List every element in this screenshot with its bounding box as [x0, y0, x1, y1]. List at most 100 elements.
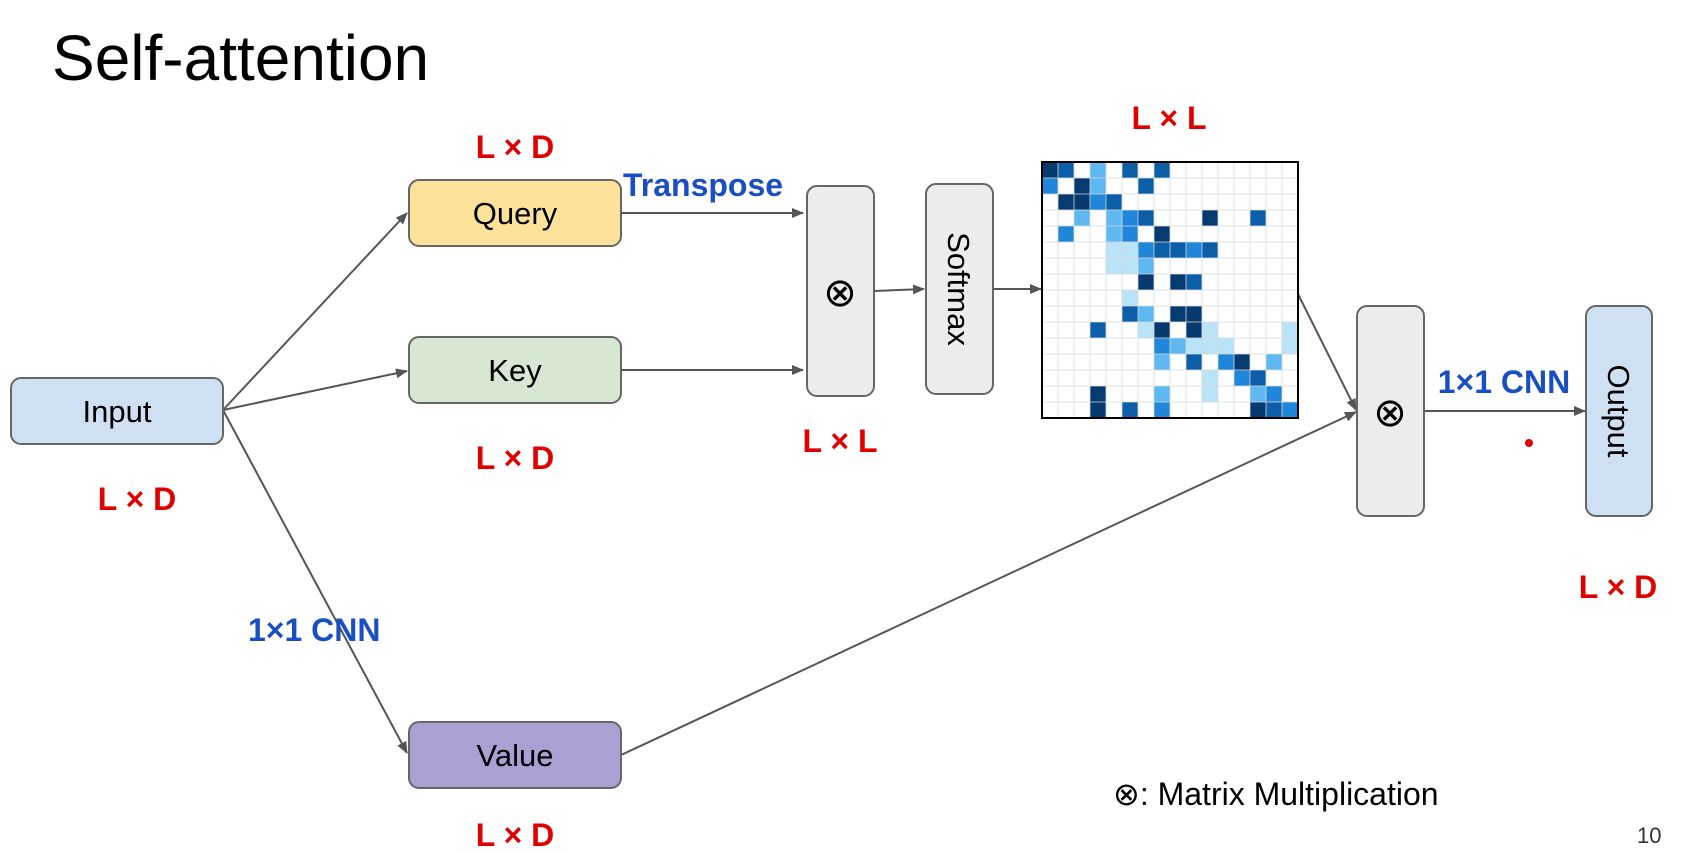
attention-cell — [1186, 242, 1202, 258]
attention-cell — [1074, 194, 1090, 210]
attention-cell — [1138, 242, 1154, 258]
attention-cell — [1202, 338, 1218, 354]
attention-cell — [1170, 242, 1186, 258]
attention-cell — [1218, 338, 1234, 354]
edges — [222, 208, 1586, 756]
edge-input-key — [222, 368, 408, 411]
input-dim-label: L × D — [98, 481, 177, 517]
matmul-box-2 — [1356, 305, 1425, 517]
matmul-box-1 — [806, 185, 875, 397]
attention-cell — [1138, 306, 1154, 322]
attention-cell — [1154, 322, 1170, 338]
softmax-box — [925, 183, 994, 395]
attention-cell — [1122, 258, 1138, 274]
attention-cell — [1090, 386, 1106, 402]
attention-cell — [1266, 402, 1282, 418]
value-box — [408, 721, 622, 789]
attention-cell — [1170, 274, 1186, 290]
value-dim-label: L × D — [476, 817, 555, 853]
input-box — [10, 377, 224, 445]
attention-map — [1041, 161, 1299, 419]
attention-cell — [1186, 322, 1202, 338]
attention-cell — [1154, 226, 1170, 242]
attention-cell — [1186, 338, 1202, 354]
attention-cell — [1170, 338, 1186, 354]
attention-cell — [1138, 274, 1154, 290]
attention-cell — [1122, 226, 1138, 242]
attention-cell — [1106, 258, 1122, 274]
attention-cell — [1090, 402, 1106, 418]
attention-cell — [1090, 194, 1106, 210]
input-label: Input — [83, 394, 152, 429]
attention-cell — [1234, 354, 1250, 370]
attention-cell — [1282, 322, 1298, 338]
edge-value-matmul2 — [620, 411, 1357, 756]
page-number: 10 — [1637, 823, 1661, 848]
key-node: Key — [408, 336, 622, 404]
softmax-node: Softmax — [925, 183, 994, 395]
attention-cell — [1266, 386, 1282, 402]
attention-cell — [1154, 354, 1170, 370]
value-cnn-label: 1×1 CNN — [248, 612, 381, 648]
attention-map-dim-label: L × L — [1132, 100, 1207, 136]
attention-cell — [1106, 226, 1122, 242]
attention-cell — [1266, 354, 1282, 370]
query-dim-label: L × D — [476, 129, 555, 165]
key-box — [408, 336, 622, 404]
attention-cell — [1186, 354, 1202, 370]
attention-cell — [1282, 402, 1298, 418]
output-dim-label: L × D — [1579, 569, 1658, 605]
attention-cell — [1250, 402, 1266, 418]
attention-cell — [1090, 178, 1106, 194]
attention-cell — [1106, 210, 1122, 226]
attention-cell — [1122, 402, 1138, 418]
attention-cell — [1202, 322, 1218, 338]
attention-cell — [1138, 178, 1154, 194]
attention-cell — [1250, 370, 1266, 386]
attention-cell — [1202, 386, 1218, 402]
matmul-1-symbol-icon: ⊗ — [823, 270, 857, 316]
attention-cell — [1058, 162, 1074, 178]
attention-cell — [1154, 242, 1170, 258]
attention-cell — [1154, 338, 1170, 354]
value-node: Value — [408, 721, 622, 789]
attention-cell — [1058, 194, 1074, 210]
matmul-node-1: ⊗ — [806, 185, 875, 397]
attention-cell — [1154, 386, 1170, 402]
transpose-label: Transpose — [623, 167, 783, 203]
attention-cell — [1234, 370, 1250, 386]
attention-cell — [1074, 210, 1090, 226]
attention-cell — [1250, 210, 1266, 226]
attention-cell — [1154, 162, 1170, 178]
output-node: Output — [1585, 305, 1653, 517]
attention-cell — [1250, 386, 1266, 402]
attention-cell — [1090, 322, 1106, 338]
query-node: Query — [408, 179, 622, 247]
legend-text: ⊗: Matrix Multiplication — [1113, 776, 1439, 812]
attention-cell — [1202, 242, 1218, 258]
attention-cell — [1106, 242, 1122, 258]
page-title: Self-attention — [52, 22, 429, 94]
query-box — [408, 179, 622, 247]
attention-cell — [1170, 306, 1186, 322]
matmul-1-dim-label: L × L — [803, 423, 878, 459]
query-label: Query — [473, 196, 558, 231]
red-dot — [1525, 439, 1533, 447]
attention-cell — [1154, 402, 1170, 418]
attention-cell — [1122, 290, 1138, 306]
attention-cell — [1122, 162, 1138, 178]
attention-cell — [1058, 226, 1074, 242]
attention-cell — [1074, 178, 1090, 194]
attention-cell — [1186, 306, 1202, 322]
input-node: Input — [10, 377, 224, 445]
attention-cell — [1218, 354, 1234, 370]
attention-cell — [1202, 210, 1218, 226]
output-cnn-label: 1×1 CNN — [1438, 364, 1571, 400]
attention-cell — [1122, 210, 1138, 226]
attention-cell — [1138, 322, 1154, 338]
attention-cell — [1186, 274, 1202, 290]
attention-cell — [1138, 210, 1154, 226]
attention-cell — [1042, 178, 1058, 194]
attention-cell — [1282, 338, 1298, 354]
attention-cell — [1122, 306, 1138, 322]
